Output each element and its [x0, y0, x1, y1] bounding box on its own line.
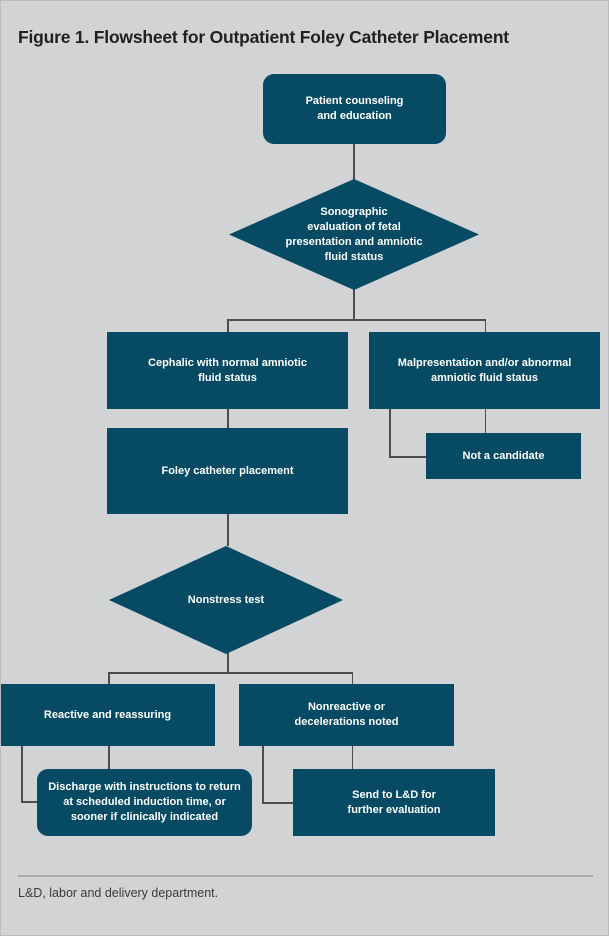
connector-nonreactive-to-sendld-center: [351, 746, 354, 772]
connector-reactive-elbow-vertical: [21, 746, 23, 802]
connector-counseling-to-sonographic: [353, 144, 355, 180]
node-foley-catheter-placement[interactable]: Foley catheter placement: [107, 428, 348, 514]
connector-malpresentation-elbow-horizontal: [389, 456, 431, 458]
footer-divider: [18, 875, 593, 877]
connector-cephalic-to-foley: [227, 408, 229, 429]
connector-sonographic-stub: [353, 289, 355, 320]
node-not-a-candidate[interactable]: Not a candidate: [426, 433, 581, 479]
connector-nonreactive-elbow-horizontal: [262, 802, 300, 804]
connector-nonreactive-elbow-vertical: [262, 746, 264, 803]
node-reactive-reassuring[interactable]: Reactive and reassuring: [1, 684, 215, 746]
figure-title: Figure 1. Flowsheet for Outpatient Foley…: [18, 27, 509, 47]
node-nonstress-test[interactable]: Nonstress test: [109, 546, 343, 654]
connector-reactive-elbow-horizontal: [21, 801, 43, 803]
footer-note: L&D, labor and delivery department.: [18, 886, 219, 900]
connector-to-nonreactive: [351, 672, 354, 685]
connector-nonstress-stub: [227, 653, 229, 673]
connector-nonstress-split-bar: [108, 672, 353, 674]
connector-foley-to-nonstress: [227, 514, 229, 546]
node-foley-catheter-placement-label: Foley catheter placement: [161, 464, 294, 477]
connector-to-reactive: [108, 672, 110, 685]
connector-malpresentation-to-not-candidate-top: [484, 408, 487, 435]
node-reactive-reassuring-label: Reactive and reassuring: [43, 708, 172, 721]
connector-to-malpresentation: [484, 319, 487, 333]
connector-to-cephalic: [227, 319, 229, 333]
connector-sonographic-split-bar: [227, 319, 486, 321]
connector-reactive-to-discharge-center: [108, 746, 110, 770]
node-not-a-candidate-label: Not a candidate: [462, 449, 545, 462]
node-nonstress-test-label: Nonstress test: [187, 593, 265, 606]
connector-malpresentation-elbow-vertical: [389, 408, 391, 457]
